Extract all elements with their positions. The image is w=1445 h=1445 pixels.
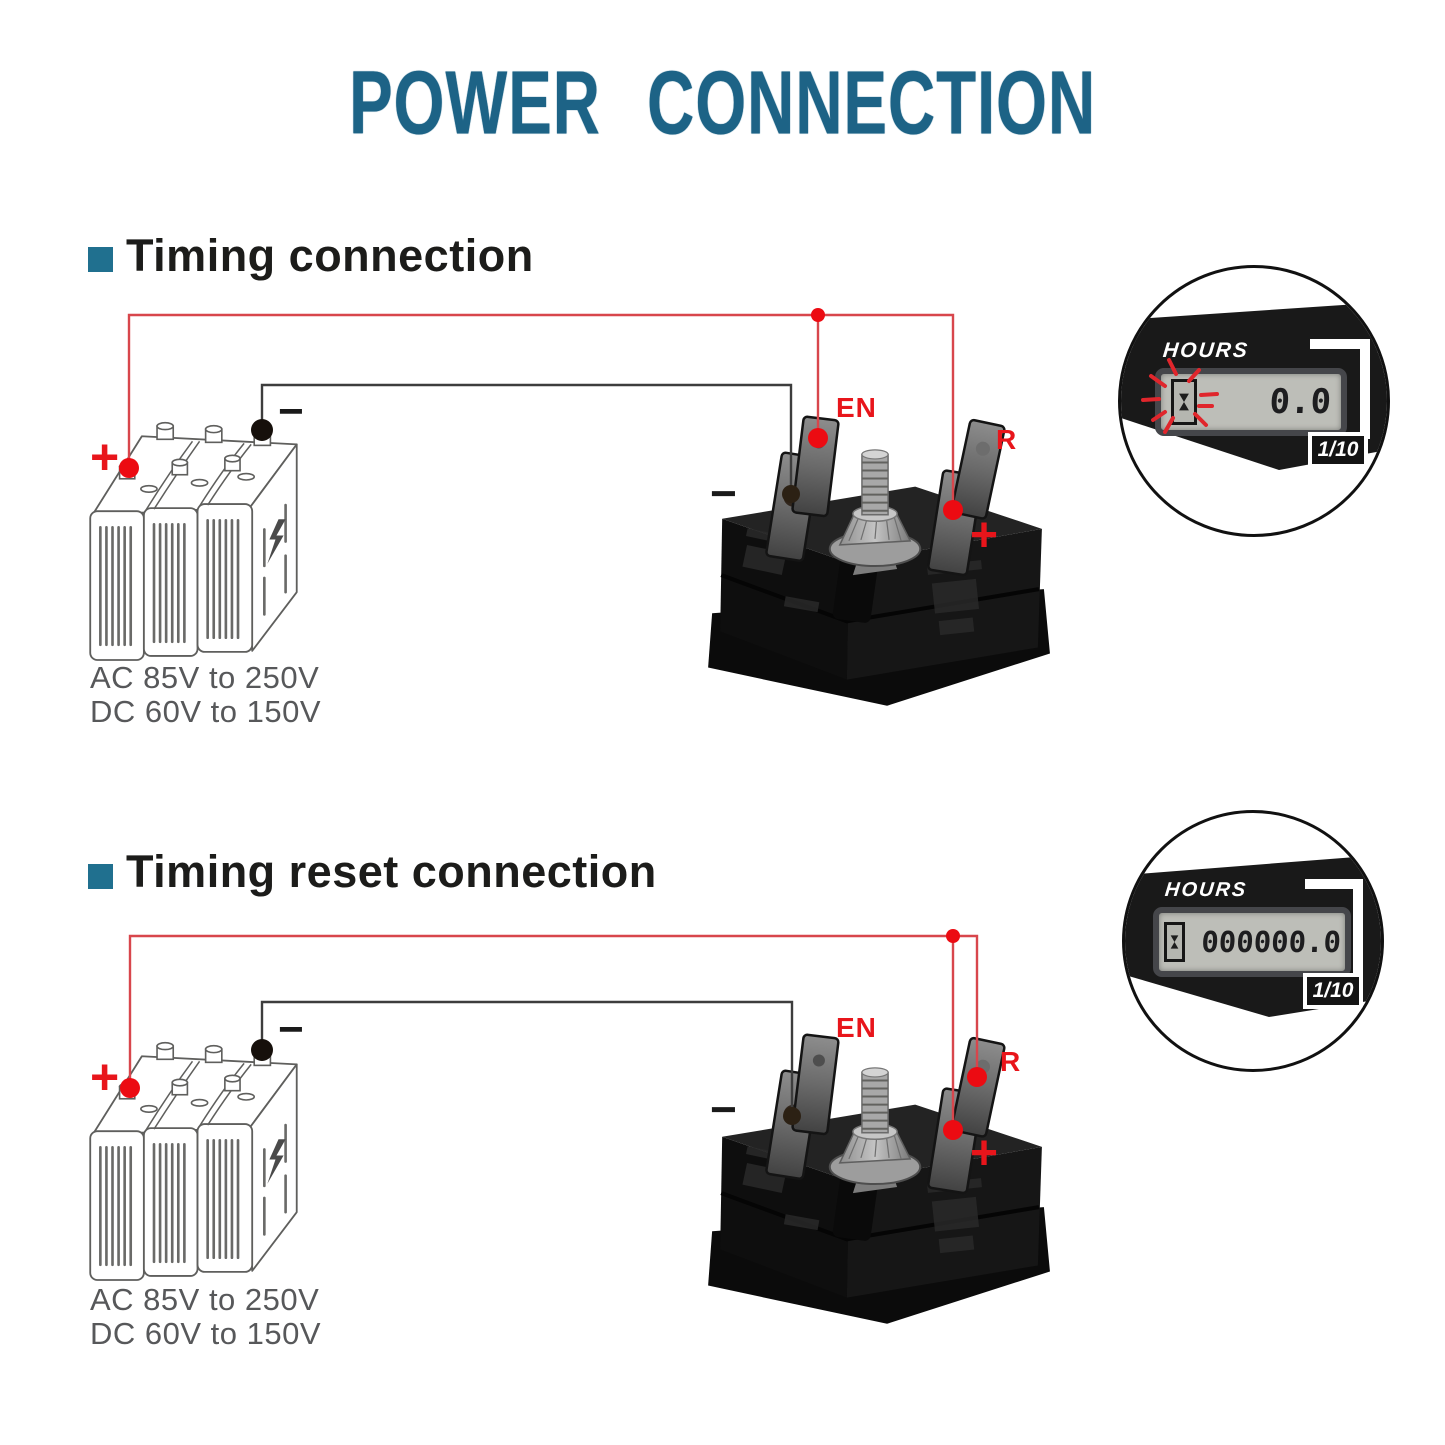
meter-en-label-1: EN [836, 392, 877, 423]
meter-minus-label-2: − [710, 1083, 737, 1135]
tenths-fraction-label-1: 1/10 [1308, 432, 1368, 468]
page-title: POWER CONNECTION [348, 53, 1097, 154]
meter-plus-label-1: + [970, 509, 999, 562]
battery-caption-ac-2: AC 85V to 250V [90, 1282, 320, 1317]
battery-plus-label-2: + [90, 1049, 120, 1105]
battery-plus-label-1: + [90, 429, 120, 485]
hours-value-2: 000000.0 [1200, 924, 1342, 959]
lcd-screen-1: 0.0 [1155, 368, 1347, 436]
section2-heading: Timing reset connection [126, 846, 657, 897]
meter-minus-label-1: − [710, 467, 737, 519]
blink-rays-icon [1139, 354, 1223, 438]
battery-minus-label-2: − [278, 1005, 304, 1054]
tenths-fraction-label-2: 1/10 [1303, 973, 1363, 1009]
battery-caption-ac-1: AC 85V to 250V [90, 660, 320, 695]
hours-label-2: HOURS [1163, 879, 1249, 901]
meter-plus-label-2: + [970, 1127, 999, 1180]
meter-r-label-2: R [1000, 1046, 1021, 1077]
meter-en-label-2: EN [836, 1012, 877, 1043]
decade-bracket-right [1353, 879, 1363, 979]
hourglass-segment-icon [1171, 379, 1197, 425]
battery-minus-label-1: − [278, 387, 304, 436]
decade-bracket-top [1305, 879, 1363, 889]
section1-heading: Timing connection [126, 230, 534, 281]
section2-bullet-icon [88, 864, 113, 889]
lcd-screen-2: 000000.0 [1153, 907, 1351, 977]
section1-bullet-icon [88, 247, 113, 272]
battery-caption-dc-1: DC 60V to 150V [90, 694, 322, 729]
decade-bracket-top [1310, 339, 1370, 349]
hour-meter-illustration-1 [688, 412, 1060, 714]
lcd-display-inset-1: HOURS 0.0 1/10 [1118, 265, 1390, 537]
meter-r-label-1: R [996, 424, 1017, 455]
lcd-display-inset-2: HOURS 000000.0 1/10 [1122, 810, 1384, 1072]
battery-caption-dc-2: DC 60V to 150V [90, 1316, 322, 1351]
decade-bracket-right [1360, 339, 1370, 439]
hourglass-segment-icon [1164, 922, 1185, 962]
